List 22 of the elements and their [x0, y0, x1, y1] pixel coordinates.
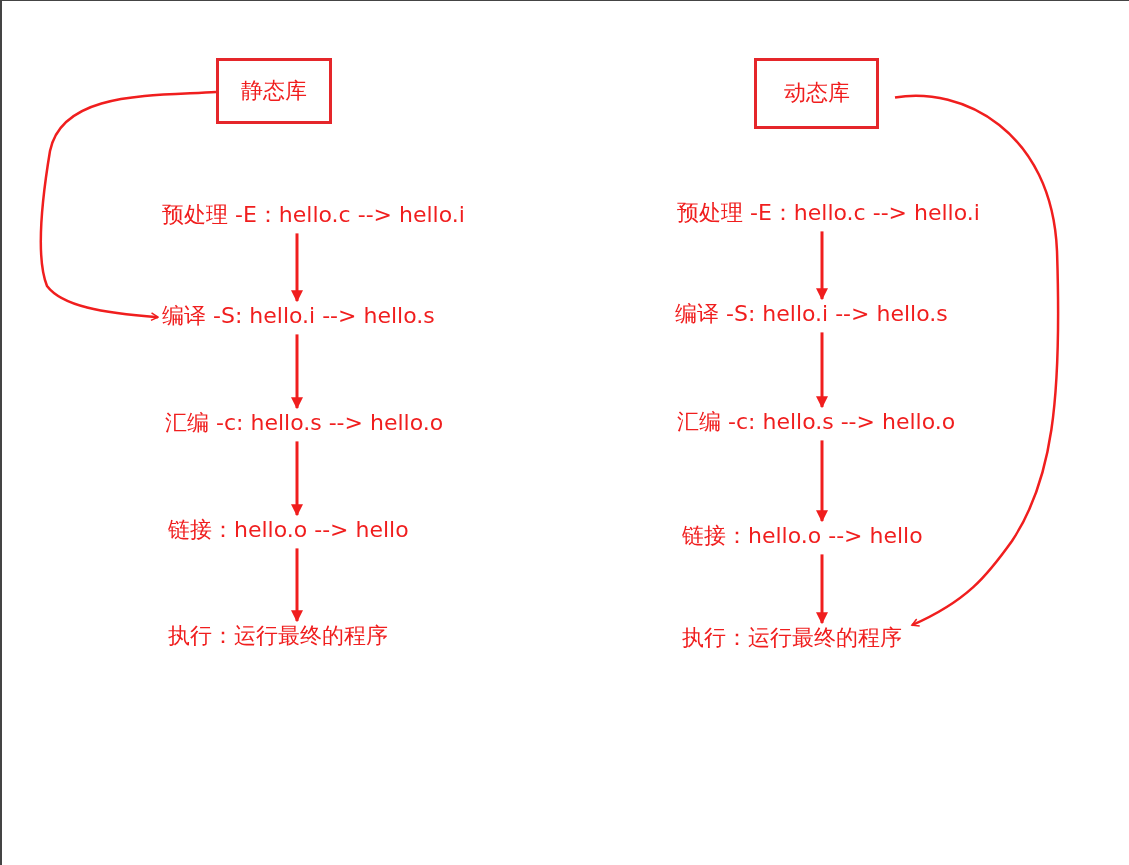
step-text: 编译 -S: hello.i --> hello.s	[162, 303, 435, 330]
arrow	[894, 94, 1060, 627]
step-text: 预处理 -E：hello.c --> hello.i	[677, 200, 980, 227]
step-text: 预处理 -E：hello.c --> hello.i	[162, 202, 465, 229]
step-text: 汇编 -c: hello.s --> hello.o	[677, 409, 956, 436]
arrow	[291, 441, 303, 517]
step-text: 执行：运行最终的程序	[682, 625, 902, 652]
arrow	[291, 334, 303, 410]
arrow	[816, 231, 828, 301]
step-text: 链接：hello.o --> hello	[168, 517, 409, 544]
label-box: 动态库	[754, 58, 879, 129]
step-text: 链接：hello.o --> hello	[682, 523, 923, 550]
arrow	[39, 90, 217, 322]
arrow	[816, 554, 828, 625]
step-text: 汇编 -c: hello.s --> hello.o	[165, 410, 444, 437]
step-text: 执行：运行最终的程序	[168, 623, 388, 650]
label-box: 静态库	[216, 58, 332, 124]
step-text: 编译 -S: hello.i --> hello.s	[675, 301, 948, 328]
arrow	[816, 332, 828, 409]
arrow	[816, 440, 828, 523]
arrow	[291, 548, 303, 623]
arrow	[291, 233, 303, 303]
